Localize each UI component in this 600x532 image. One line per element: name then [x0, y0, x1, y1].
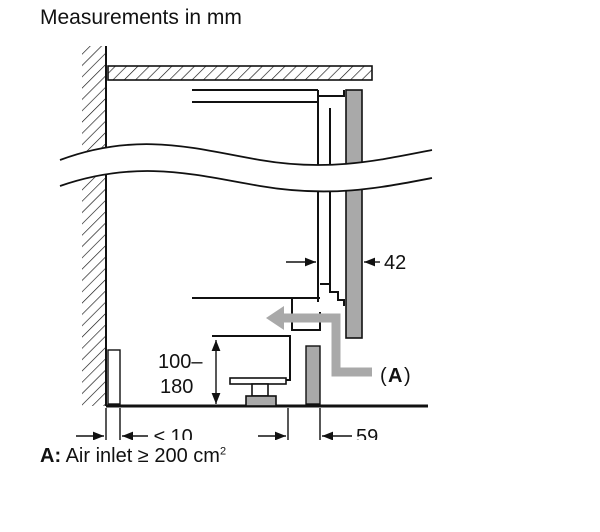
marker-close: ) [404, 365, 411, 387]
dim-100-label: 100– [158, 351, 203, 373]
diagram-title: Measurements in mm [40, 6, 242, 29]
dim-59-label: 59 [356, 426, 378, 440]
dimension-59: 59 [258, 426, 378, 440]
dimension-height: 100– 180 [158, 340, 221, 404]
top-slab [107, 65, 373, 81]
caption-text: Air inlet ≥ 200 cm [61, 445, 220, 467]
caption-superscript: 2 [219, 445, 227, 458]
dimension-le10: ≤ 10 [76, 426, 193, 440]
marker-open: ( [380, 365, 387, 387]
airflow-arrow [266, 306, 372, 377]
dimension-42: 42 [286, 252, 406, 274]
adjustable-foot [229, 377, 287, 407]
bottom-extension-lines [105, 408, 321, 440]
air-inlet-marker: ( A ) [380, 365, 411, 387]
dim-le10-label: ≤ 10 [154, 426, 193, 440]
appliance-body [192, 89, 345, 381]
installation-diagram: 42 100– 180 ( A ) ≤ 10 59 [59, 46, 433, 440]
legend-caption: A: Air inlet ≥ 200 cm2 [40, 445, 226, 468]
dim-42-label: 42 [384, 252, 406, 274]
marker-letter: A [388, 365, 402, 387]
plinth-panel-right [305, 345, 321, 405]
door-panel [345, 89, 363, 339]
plinth-panel-left [107, 349, 121, 405]
break-lines [59, 143, 433, 193]
dim-180-label: 180 [160, 376, 193, 398]
caption-key: A: [40, 445, 62, 467]
wall [82, 46, 107, 406]
